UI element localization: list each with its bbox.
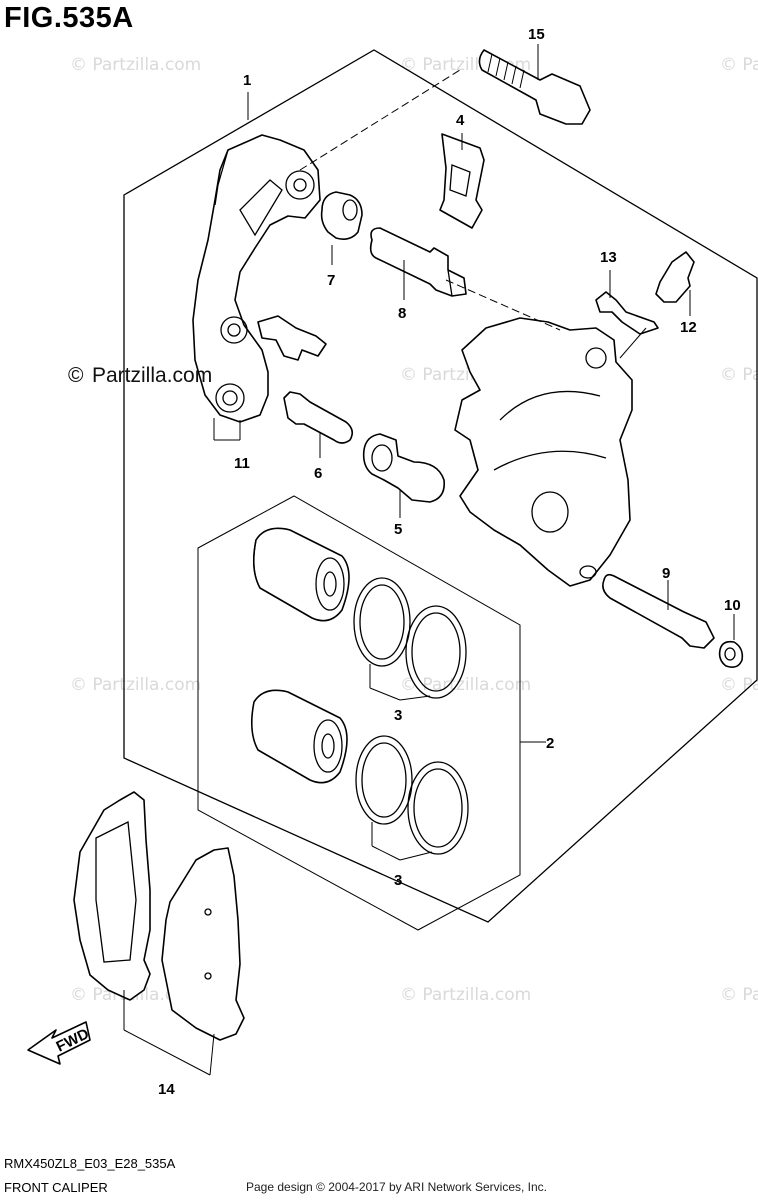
callout-2: 2 — [546, 735, 554, 752]
watermark-dark-brand: Partzilla.com — [92, 364, 212, 387]
boot — [320, 191, 363, 240]
watermark: © Partzilla.com — [400, 675, 531, 695]
page-credit: Page design © 2004-2017 by ARI Network S… — [246, 1180, 548, 1194]
callout-numbers: 1 2 3 3 4 5 6 7 8 9 10 11 12 13 14 15 — [158, 26, 741, 1098]
figure-title: FIG.535A — [4, 2, 134, 34]
callout-13: 13 — [600, 249, 617, 266]
callout-12: 12 — [680, 319, 697, 336]
watermark: © Partzilla.com — [720, 365, 758, 385]
callout-1: 1 — [243, 72, 251, 89]
pistons-and-seals — [250, 527, 469, 855]
pin-boot — [362, 433, 446, 503]
piston-kit-outline — [197, 495, 521, 931]
watermarks: © Partzilla.com © Partzilla.com © Partzi… — [70, 55, 758, 1005]
brake-pads — [73, 791, 245, 1076]
callout-10: 10 — [724, 597, 741, 614]
watermark: © Partzilla.com — [400, 985, 531, 1005]
diagram-code: RMX450ZL8_E03_E28_535A — [4, 1156, 176, 1171]
callout-6: 6 — [314, 465, 322, 482]
pad-spring — [257, 315, 327, 361]
assembly-outline — [123, 49, 758, 923]
caliper-bracket — [192, 134, 321, 423]
watermark: © Partzilla.com — [70, 55, 201, 75]
watermark-dark: © — [68, 364, 84, 387]
watermark: © Partzilla.com — [720, 55, 758, 75]
diagram-subtitle: FRONT CALIPER — [4, 1180, 108, 1195]
callout-11: 11 — [234, 455, 250, 472]
callout-14: 14 — [158, 1081, 175, 1098]
callout-8: 8 — [398, 305, 406, 322]
caliper-body — [454, 317, 633, 587]
pad-retainer — [439, 133, 485, 229]
callout-7: 7 — [327, 272, 335, 289]
pad-pin-plug — [718, 640, 744, 668]
slide-pin — [369, 227, 467, 297]
forward-arrow-icon: FWD — [27, 1021, 92, 1065]
pad-pin — [602, 573, 715, 649]
callout-5: 5 — [394, 521, 402, 538]
mounting-bolt — [478, 49, 591, 125]
callout-4: 4 — [456, 112, 465, 129]
callout-3: 3 — [394, 707, 402, 724]
bleeder-valve — [655, 251, 695, 303]
watermark: © Partzilla.com — [720, 675, 758, 695]
callout-3: 3 — [394, 872, 402, 889]
bracket-pin — [283, 391, 354, 444]
callout-15: 15 — [528, 26, 545, 43]
watermark: © Partzilla.com — [70, 675, 201, 695]
leader-lines — [213, 44, 735, 861]
bleeder-cap — [595, 291, 659, 335]
watermark: © Partzilla.com — [720, 985, 758, 1005]
callout-9: 9 — [662, 565, 670, 582]
